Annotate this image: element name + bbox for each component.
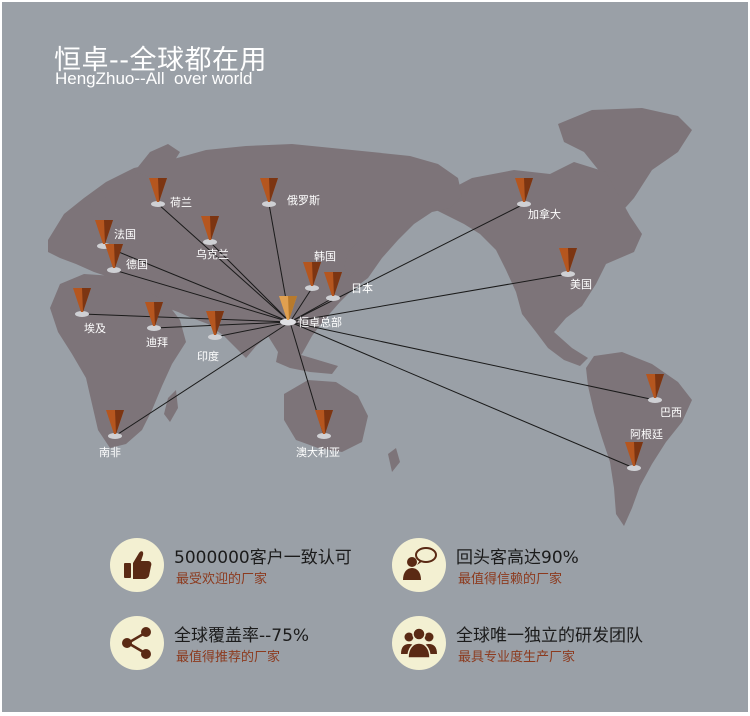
team-icon bbox=[401, 627, 437, 659]
label-korea: 韩国 bbox=[314, 250, 336, 263]
feature-subtitle: 最具专业度生产厂家 bbox=[458, 650, 576, 665]
link-argentina bbox=[289, 321, 635, 469]
label-japan: 日本 bbox=[351, 282, 373, 295]
label-dubai: 迪拜 bbox=[146, 336, 168, 349]
label-canada: 加拿大 bbox=[528, 208, 561, 221]
label-brazil: 巴西 bbox=[660, 406, 682, 419]
label-ukraine: 乌克兰 bbox=[196, 248, 229, 261]
badge-circle bbox=[392, 616, 446, 670]
label-usa: 美国 bbox=[570, 278, 592, 291]
pin-germany bbox=[105, 244, 123, 273]
link-france bbox=[103, 245, 291, 323]
label-australia: 澳大利亚 bbox=[296, 446, 340, 459]
connection-lines bbox=[81, 203, 656, 469]
label-egypt: 埃及 bbox=[84, 322, 106, 335]
pin-brazil bbox=[646, 374, 664, 403]
madagascar-shape bbox=[164, 390, 178, 422]
pin-japan bbox=[324, 272, 342, 301]
feature-title: 全球覆盖率--75% bbox=[174, 626, 310, 646]
japan-shape bbox=[344, 242, 364, 278]
badge-circle bbox=[110, 616, 164, 670]
eurasia-shape bbox=[48, 144, 462, 364]
greenland-shape bbox=[558, 108, 692, 216]
indonesia-shape bbox=[276, 352, 338, 374]
pin-ukraine bbox=[201, 216, 219, 245]
feature-subtitle: 最值得推荐的厂家 bbox=[176, 650, 281, 665]
new-zealand-shape bbox=[388, 448, 400, 472]
link-canada bbox=[289, 203, 525, 323]
link-usa bbox=[289, 273, 569, 323]
label-germany: 德国 bbox=[126, 258, 148, 271]
pin-india bbox=[206, 311, 224, 340]
label-russia: 俄罗斯 bbox=[287, 194, 320, 207]
feature-returning: 回头客高达90% 最值得信赖的厂家 bbox=[392, 538, 652, 598]
feature-title: 5000000客户一致认可 bbox=[174, 548, 352, 568]
badge-circle bbox=[110, 538, 164, 592]
world-map bbox=[48, 108, 692, 526]
scandinavia-shape bbox=[134, 144, 180, 178]
link-south-africa bbox=[114, 321, 291, 437]
south-america-shape bbox=[586, 352, 692, 526]
share-icon bbox=[122, 627, 151, 659]
page-title: 恒卓--全球都在用 bbox=[54, 45, 267, 76]
continents bbox=[48, 108, 692, 526]
link-netherlands bbox=[157, 203, 291, 323]
pin-russia bbox=[260, 178, 278, 207]
thumbs-up-icon bbox=[124, 551, 152, 579]
north-america-shape bbox=[434, 162, 642, 366]
feature-customers: 5000000客户一致认可 最受欢迎的厂家 bbox=[110, 538, 370, 598]
pin-headquarters bbox=[279, 296, 297, 326]
pin-argentina bbox=[625, 442, 643, 471]
uk-shape bbox=[90, 190, 108, 218]
feature-coverage: 全球覆盖率--75% 最值得推荐的厂家 bbox=[110, 616, 370, 676]
feature-rnd-team: 全球唯一独立的研发团队 最具专业度生产厂家 bbox=[392, 616, 692, 676]
pin-dubai bbox=[145, 302, 163, 331]
link-brazil bbox=[289, 321, 656, 401]
label-india: 印度 bbox=[197, 350, 219, 363]
location-pins bbox=[73, 178, 664, 471]
link-ukraine bbox=[209, 241, 291, 323]
speech-person-icon bbox=[403, 547, 437, 580]
link-germany bbox=[113, 269, 291, 323]
label-argentina: 阿根廷 bbox=[630, 428, 663, 441]
feature-subtitle: 最值得信赖的厂家 bbox=[458, 572, 563, 587]
pin-canada bbox=[515, 178, 533, 207]
pin-egypt bbox=[73, 288, 91, 317]
feature-title: 全球唯一独立的研发团队 bbox=[456, 626, 643, 646]
label-france: 法国 bbox=[114, 228, 136, 241]
link-egypt bbox=[81, 313, 291, 323]
pin-korea bbox=[303, 262, 321, 291]
link-korea bbox=[289, 287, 313, 323]
feature-title: 回头客高达90% bbox=[456, 548, 579, 568]
pin-south-africa bbox=[106, 410, 124, 439]
pin-usa bbox=[559, 248, 577, 277]
page-subtitle: HengZhuo--All over world bbox=[55, 69, 253, 88]
label-headquarters: 恒卓总部 bbox=[298, 316, 342, 329]
label-south-africa: 南非 bbox=[99, 446, 121, 459]
link-dubai bbox=[153, 321, 291, 329]
pin-netherlands bbox=[149, 178, 167, 207]
link-india bbox=[214, 321, 291, 338]
badge-circle bbox=[392, 538, 446, 592]
feature-subtitle: 最受欢迎的厂家 bbox=[176, 572, 268, 587]
pin-australia bbox=[315, 410, 333, 439]
label-netherlands: 荷兰 bbox=[170, 196, 192, 209]
